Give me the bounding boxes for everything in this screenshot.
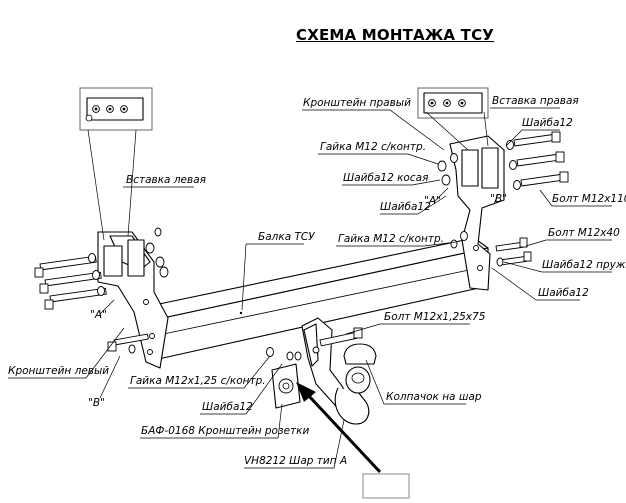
label-vstavka-levaya: Вставка левая bbox=[126, 174, 206, 186]
label-shaiba12-mid: Шайба12 bbox=[380, 201, 431, 213]
left-bolts-m12x110 bbox=[34, 253, 107, 310]
label-shaiba12-top-right: Шайба12 bbox=[522, 117, 573, 129]
ball-cap bbox=[343, 343, 377, 365]
lower-nuts-washers bbox=[266, 347, 302, 361]
blank-box bbox=[362, 473, 410, 499]
label-vh8212: VH8212 Шар тип А bbox=[244, 455, 347, 467]
right-nuts bbox=[437, 153, 468, 249]
right-bolts-m12x40 bbox=[495, 237, 532, 267]
label-callout-b-left: "В" bbox=[88, 397, 105, 409]
label-callout-b-right: "В" bbox=[490, 193, 507, 205]
pointer-arrow bbox=[296, 382, 382, 474]
label-gaika-m12-kontr-top: Гайка М12 с/контр. bbox=[320, 141, 426, 153]
label-gaika-m12-kontr-mid: Гайка М12 с/контр. bbox=[338, 233, 444, 245]
left-bracket bbox=[97, 231, 169, 369]
leader-lines bbox=[8, 107, 612, 469]
label-vstavka-pravaya: Вставка правая bbox=[492, 95, 579, 107]
right-insert-callout bbox=[417, 87, 489, 119]
label-shaiba12-right: Шайба12 bbox=[538, 287, 589, 299]
label-callout-a-right: "А" bbox=[424, 195, 441, 207]
label-balka-tsu: Балка ТСУ bbox=[258, 231, 315, 243]
label-bolt-m12x40: Болт М12х40 bbox=[548, 227, 620, 239]
label-callout-a-left: "А" bbox=[90, 309, 107, 321]
tow-ball bbox=[334, 366, 371, 425]
label-kronshtein-pravyi: Кронштейн правый bbox=[303, 97, 411, 109]
left-insert-callout bbox=[79, 87, 153, 131]
label-baf-0168: БАФ-0168 Кронштейн розетки bbox=[141, 425, 309, 437]
left-lower-bolt bbox=[107, 333, 149, 354]
label-gaika-m12x125: Гайка М12х1,25 с/контр. bbox=[130, 375, 266, 387]
label-shaiba12-kosaya: Шайба12 косая bbox=[343, 172, 428, 184]
label-shaiba12-bottom: Шайба12 bbox=[202, 401, 253, 413]
right-bracket bbox=[449, 135, 505, 291]
label-bolt-m12x110: Болт М12х110 bbox=[552, 193, 626, 205]
label-shaiba12-pruzhin: Шайба12 пружин. bbox=[542, 259, 626, 271]
label-kolpachok: Колпачок на шар bbox=[386, 391, 482, 403]
socket-bracket bbox=[271, 363, 301, 409]
left-nuts bbox=[145, 227, 169, 278]
right-bolts-m12x110 bbox=[506, 131, 569, 190]
label-kronshtein-levyi: Кронштейн левый bbox=[8, 365, 109, 377]
diagram-title: СХЕМА МОНТАЖА ТСУ bbox=[296, 26, 495, 44]
ball-bolt bbox=[319, 327, 363, 347]
label-bolt-m12x125x75: Болт М12х1,25х75 bbox=[384, 311, 486, 323]
